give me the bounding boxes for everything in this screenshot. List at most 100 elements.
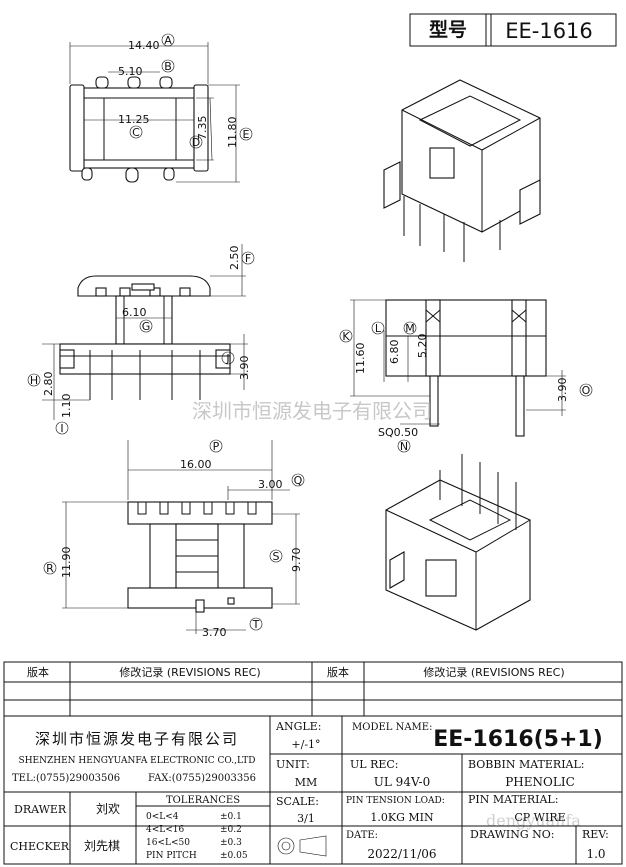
dim-t: 3.70 xyxy=(202,626,227,639)
company-tel: TEL:(0755)29003506 xyxy=(12,773,120,784)
marker-n: N xyxy=(397,439,411,453)
angle-value: +/-1° xyxy=(291,738,320,751)
marker-h: H xyxy=(27,373,41,387)
scale-value: 3/1 xyxy=(297,812,315,825)
marker-m: M xyxy=(403,321,417,335)
marker-j: J xyxy=(221,351,235,365)
dim-k: 11.60 xyxy=(354,343,367,375)
marker-b: B xyxy=(161,59,175,73)
pin-tension-value: 1.0KG MIN xyxy=(370,811,434,824)
company-fax: FAX:(0755)29003356 xyxy=(148,773,256,784)
svg-text:K: K xyxy=(342,330,350,343)
top-view: 14.40 5.10 11.25 7.35 11.80 xyxy=(69,39,240,183)
marker-d: D xyxy=(189,135,203,149)
svg-text:T: T xyxy=(252,618,260,631)
dim-r: 11.90 xyxy=(60,547,73,579)
tol-value-3: ±0.3 xyxy=(220,838,242,848)
ul-rec-label: UL REC: xyxy=(350,758,399,771)
bobbin-material-value: PHENOLIC xyxy=(505,775,575,789)
dim-m: 5.20 xyxy=(416,334,429,359)
title-block: 深圳市恒源发电子有限公司 SHENZHEN HENGYUANFA ELECTRO… xyxy=(3,715,623,865)
dim-o: 3.90 xyxy=(556,378,569,403)
pin-material-label: PIN MATERIAL: xyxy=(468,793,558,806)
dimension-markers: A B C D E F G H I J K L M N O P Q R S T xyxy=(27,33,593,631)
bobbin-material-label: BOBBIN MATERIAL: xyxy=(468,758,585,771)
ul-rec-value: UL 94V-0 xyxy=(374,775,430,789)
rev-rec-label-1: 修改记录 (REVISIONS REC) xyxy=(119,665,260,679)
svg-text:P: P xyxy=(213,440,220,453)
side-view: 11.60 6.80 5.20 3.90 SQ0.50 xyxy=(350,299,569,439)
model-number: EE-1616 xyxy=(505,19,593,43)
rev-rec-label-2: 修改记录 (REVISIONS REC) xyxy=(423,665,564,679)
marker-i: I xyxy=(55,421,69,435)
tol-value-2: ±0.2 xyxy=(220,825,242,835)
svg-text:D: D xyxy=(192,136,200,149)
model-name-label: MODEL NAME: xyxy=(352,722,432,733)
marker-r: R xyxy=(43,561,57,575)
iso-view-bottom xyxy=(385,454,531,631)
tol-range-3: 16<L<50 xyxy=(146,838,190,848)
rev-version-label-2: 版本 xyxy=(327,665,349,679)
tol-value-1: ±0.1 xyxy=(220,812,242,822)
pin-tension-label: PIN TENSION LOAD: xyxy=(346,796,445,806)
company-name-cn: 深圳市恒源发电子有限公司 xyxy=(35,730,239,748)
marker-t: T xyxy=(249,617,263,631)
tol-range-4: PIN PITCH xyxy=(146,851,197,861)
svg-text:M: M xyxy=(405,322,415,335)
dim-s: 9.70 xyxy=(290,548,303,573)
svg-text:L: L xyxy=(375,322,382,335)
svg-text:N: N xyxy=(400,440,408,453)
marker-q: Q xyxy=(291,473,305,487)
tol-range-1: 0<L<4 xyxy=(146,812,179,822)
marker-e: E xyxy=(239,127,253,141)
dim-i: 1.10 xyxy=(60,394,73,419)
rev-label: REV: xyxy=(582,828,609,841)
watermark-site: dengyuanfa xyxy=(486,811,581,830)
unit-value: MM xyxy=(295,776,318,789)
dim-p: 16.00 xyxy=(180,458,212,471)
dim-q: 3.00 xyxy=(258,478,283,491)
marker-a: A xyxy=(161,33,175,47)
checker-name: 刘先棋 xyxy=(84,839,120,853)
date-label: DATE: xyxy=(346,830,378,841)
svg-text:I: I xyxy=(60,422,63,435)
tol-range-2: 4<L<16 xyxy=(146,825,185,835)
dim-l: 6.80 xyxy=(388,340,401,365)
marker-c: C xyxy=(129,125,143,139)
svg-text:F: F xyxy=(245,252,251,265)
svg-text:S: S xyxy=(273,550,280,563)
marker-k: K xyxy=(339,329,353,343)
dim-n: SQ0.50 xyxy=(378,426,418,439)
dim-f: 2.50 xyxy=(228,246,241,271)
bottom-view: 16.00 3.00 11.90 9.70 3.70 xyxy=(60,440,303,639)
svg-text:O: O xyxy=(582,384,591,397)
projection-symbol-icon xyxy=(277,835,327,857)
dim-b: 5.10 xyxy=(118,65,143,78)
dim-g: 6.10 xyxy=(122,306,147,319)
marker-l: L xyxy=(371,321,385,335)
svg-text:B: B xyxy=(164,60,172,73)
drawer-label: DRAWER xyxy=(14,803,67,816)
svg-text:G: G xyxy=(142,320,151,333)
svg-text:J: J xyxy=(225,352,229,365)
checker-label: CHECKER xyxy=(10,840,70,853)
dim-c: 11.25 xyxy=(118,113,150,126)
drawing-no-label: DRAWING NO: xyxy=(470,828,555,841)
tolerances-label: TOLERANCES xyxy=(166,795,240,806)
svg-text:Q: Q xyxy=(294,474,303,487)
rev-version-label-1: 版本 xyxy=(27,665,49,679)
svg-text:H: H xyxy=(30,374,38,387)
company-name-en: SHENZHEN HENGYUANFA ELECTRONIC CO.,LTD xyxy=(19,756,256,766)
revisions-table: 版本 修改记录 (REVISIONS REC) 版本 修改记录 (REVISIO… xyxy=(3,661,623,717)
dim-a: 14.40 xyxy=(128,39,160,52)
dim-e: 11.80 xyxy=(226,117,239,149)
pin-material-value: CP WIRE xyxy=(514,811,565,824)
tol-value-4: ±0.05 xyxy=(220,851,248,861)
dim-d: 7.35 xyxy=(196,116,209,141)
model-header: 型号 EE-1616 xyxy=(409,13,617,47)
date-value: 2022/11/06 xyxy=(367,847,436,861)
drawer-name: 刘欢 xyxy=(96,801,120,816)
unit-label: UNIT: xyxy=(276,758,310,771)
marker-p: P xyxy=(209,439,223,453)
